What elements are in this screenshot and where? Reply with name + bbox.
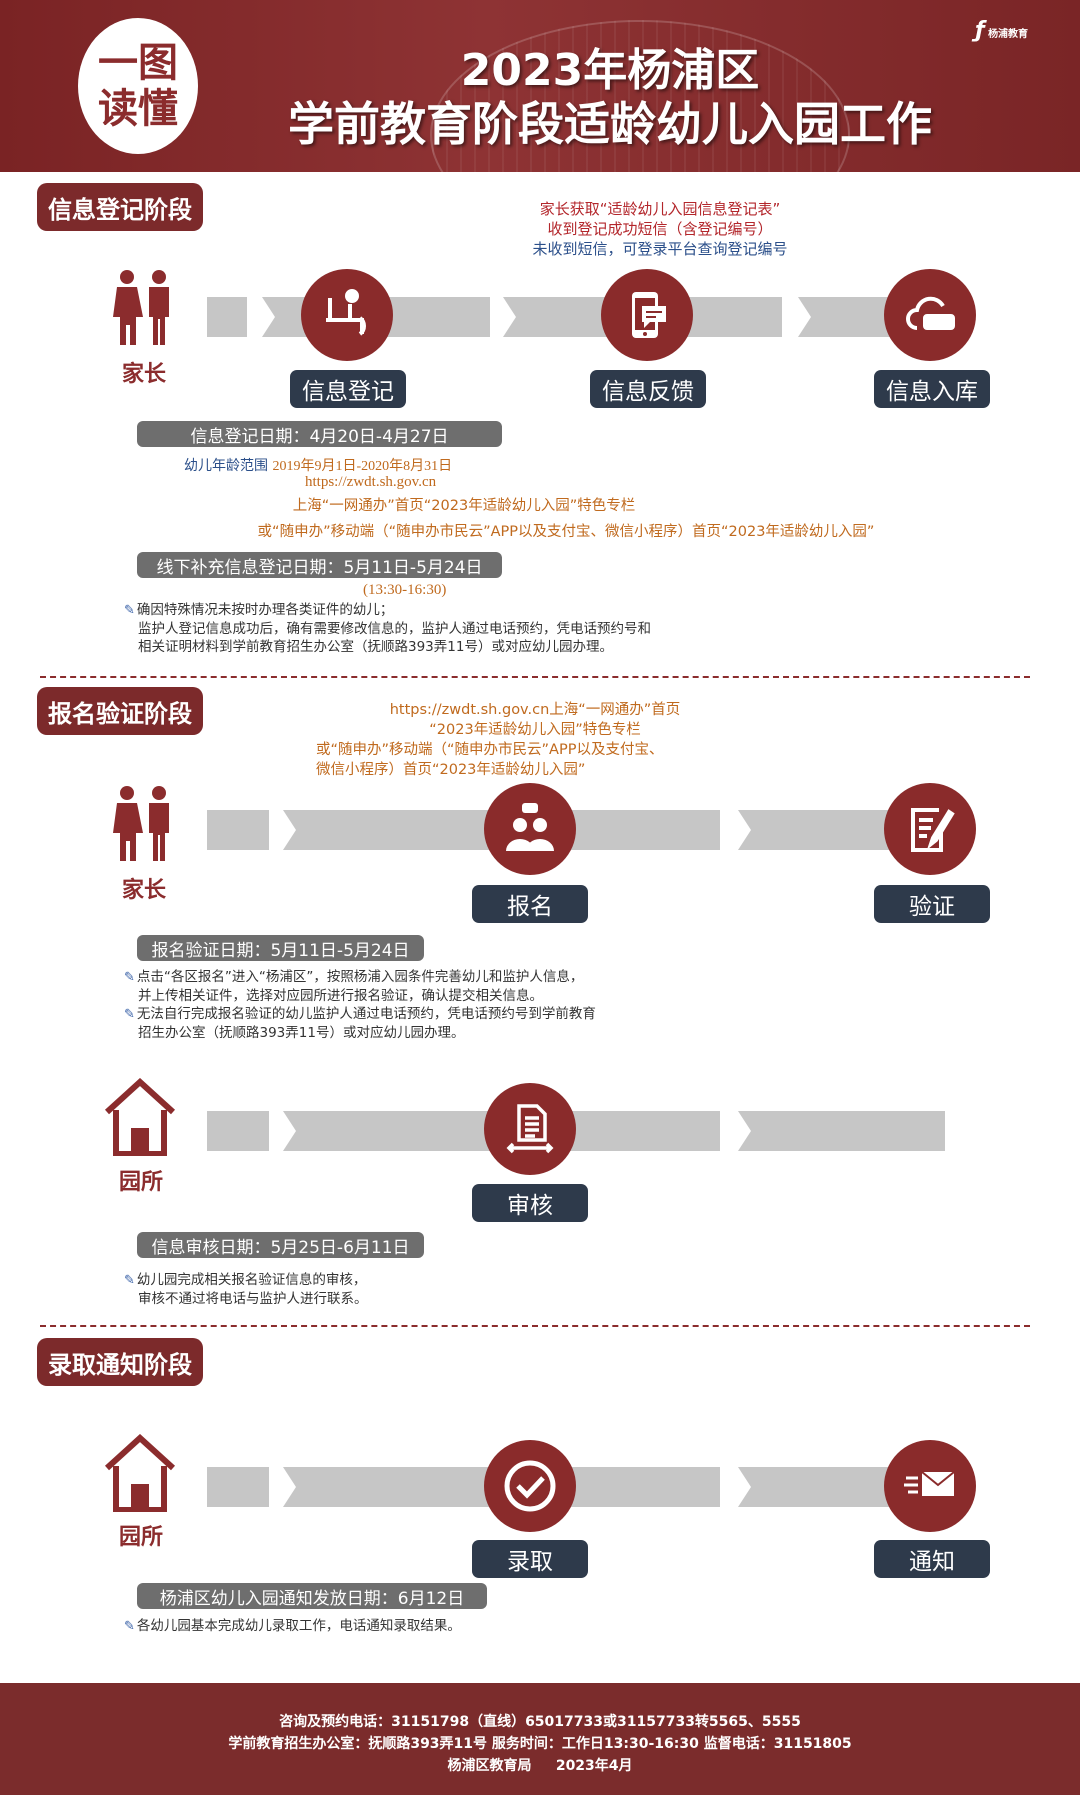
actor-label: 家长 [121, 362, 166, 387]
step-label: 审核 [472, 1184, 588, 1222]
page-title-line-1: 2023年杨浦区 [460, 45, 760, 96]
stage-3-title: 录取通知阶段 [37, 1338, 203, 1386]
age-label: 幼儿年龄范围 [184, 458, 268, 474]
channel-line: 或“随申办”移动端（“随申办市民云”APP以及支付宝、微信小程序）首页“2023… [257, 524, 875, 540]
parents-icon [109, 785, 179, 865]
date-pill: 报名验证日期：5月11日-5月24日 [137, 935, 424, 961]
step-label: 信息反馈 [590, 370, 706, 408]
kindergarten-house-icon [103, 1077, 177, 1160]
url-link[interactable]: https://zwdt.sh.gov.cn [305, 474, 437, 490]
age-range-row: 幼儿年龄范围 2019年9月1日-2020年8月31日 [184, 455, 452, 475]
step-label: 通知 [874, 1540, 990, 1578]
notes-block: ✎确因特殊情况未按时办理各类证件的幼儿； 监护人登记信息成功后，确有需要修改信息… [124, 601, 651, 656]
parents-icon [109, 269, 179, 349]
date-pill: 线下补充信息登记日期：5月11日-5月24日 [137, 552, 502, 578]
people-chat-icon [484, 783, 576, 875]
age-range: 2019年9月1日-2020年8月31日 [272, 459, 453, 474]
checkmark-icon [484, 1440, 576, 1532]
register-icon [301, 269, 393, 361]
header-badge: 一图 读懂 [78, 18, 198, 154]
header-banner: 一图 读懂 2023年杨浦区 学前教育阶段适龄幼儿入园工作 ƒ 杨浦教育 [0, 0, 1080, 172]
date-pill: 杨浦区幼儿入园通知发放日期：6月12日 [137, 1583, 487, 1609]
info-line: 微信小程序）首页“2023年适龄幼儿入园” [316, 762, 586, 778]
date-pill: 信息登记日期：4月20日-4月27日 [137, 421, 502, 447]
page-title-line-2: 学前教育阶段适龄幼儿入园工作 [288, 97, 932, 151]
document-sign-icon [884, 783, 976, 875]
note-line: 相关证明材料到学前教育招生办公室（抚顺路393弄11号）或对应幼儿园办理。 [138, 639, 613, 655]
note-line: 无法自行完成报名验证的幼儿监护人通过电话预约，凭电话预约号到学前教育 [136, 1006, 596, 1022]
step-label: 验证 [874, 885, 990, 923]
note-line: 各幼儿园基本完成幼儿录取工作，电话通知录取结果。 [136, 1618, 461, 1634]
info-line: 家长获取“适龄幼儿入园信息登记表” [539, 200, 781, 218]
badge-line-1: 一图 [98, 40, 178, 86]
info-line: 收到登记成功短信（含登记编号） [547, 220, 773, 238]
kindergarten-house-icon [103, 1433, 177, 1516]
note-line: 点击“各区报名”进入“杨浦区”，按照杨浦入园条件完善幼儿和监护人信息， [136, 969, 584, 985]
note-line: 并上传相关证件，选择对应园所进行报名验证，确认提交相关信息。 [138, 988, 543, 1004]
actor-label: 园所 [118, 1170, 163, 1195]
note-line: 幼儿园完成相关报名验证信息的审核， [136, 1272, 367, 1288]
note-line: 确因特殊情况未按时办理各类证件的幼儿； [136, 602, 394, 618]
note-line: 监护人登记信息成功后，确有需要修改信息的，监护人通过电话预约，凭电话预约号和 [138, 621, 651, 637]
logo-text: 杨浦教育 [988, 29, 1029, 40]
notes-block: ✎点击“各区报名”进入“杨浦区”，按照杨浦入园条件完善幼儿和监护人信息， 并上传… [124, 968, 596, 1042]
pen-icon: ✎ [124, 1007, 135, 1022]
step-label: 录取 [472, 1540, 588, 1578]
info-line: 或“随申办”移动端（“随申办市民云”APP以及支付宝、 [316, 742, 664, 758]
note-line: 招生办公室（抚顺路393弄11号）或对应幼儿园办理。 [138, 1025, 465, 1041]
note-line: 审核不通过将电话与监护人进行联系。 [138, 1291, 368, 1307]
step-label: 报名 [472, 885, 588, 923]
section-divider [40, 676, 1030, 678]
channel-line: 上海“一网通办”首页“2023年适龄幼儿入园”特色专栏 [292, 498, 636, 514]
actor-label: 家长 [121, 878, 166, 903]
footer-issuer: 杨浦区教育局 2023年4月 [447, 1758, 633, 1774]
pen-icon: ✎ [124, 1273, 135, 1288]
logo: ƒ 杨浦教育 [975, 18, 1029, 43]
stage-1-title: 信息登记阶段 [37, 183, 203, 231]
notes-block: ✎各幼儿园基本完成幼儿录取工作，电话通知录取结果。 [124, 1617, 461, 1636]
document-review-icon [484, 1083, 576, 1175]
step-label: 信息登记 [290, 370, 406, 408]
mail-send-icon [884, 1440, 976, 1532]
footer: 咨询及预约电话：31151798（直线）65017733或31157733转55… [0, 1683, 1080, 1795]
pen-icon: ✎ [124, 603, 135, 618]
badge-line-2: 读懂 [98, 86, 178, 132]
info-line: https://zwdt.sh.gov.cn上海“一网通办”首页 [389, 702, 681, 718]
flow-arrow-band-3 [207, 1111, 945, 1151]
pen-icon: ✎ [124, 970, 135, 985]
actor-label: 园所 [118, 1525, 163, 1550]
step-label: 信息入库 [874, 370, 990, 408]
footer-phone: 咨询及预约电话：31151798（直线）65017733或31157733转55… [279, 1714, 801, 1730]
section-divider [40, 1325, 1030, 1327]
stage-2-title: 报名验证阶段 [37, 687, 203, 735]
phone-message-icon [601, 269, 693, 361]
info-line: “2023年适龄幼儿入园”特色专栏 [429, 722, 641, 738]
footer-office: 学前教育招生办公室：抚顺路393弄11号 服务时间：工作日13:30-16:30… [228, 1736, 852, 1752]
pen-icon: ✎ [124, 1619, 135, 1634]
time-range: (13:30-16:30) [363, 582, 447, 598]
info-line: 未收到短信，可登录平台查询登记编号 [532, 240, 788, 258]
date-pill: 信息审核日期：5月25日-6月11日 [137, 1232, 424, 1258]
cloud-storage-icon [884, 269, 976, 361]
notes-block: ✎幼儿园完成相关报名验证信息的审核， 审核不通过将电话与监护人进行联系。 [124, 1271, 368, 1308]
